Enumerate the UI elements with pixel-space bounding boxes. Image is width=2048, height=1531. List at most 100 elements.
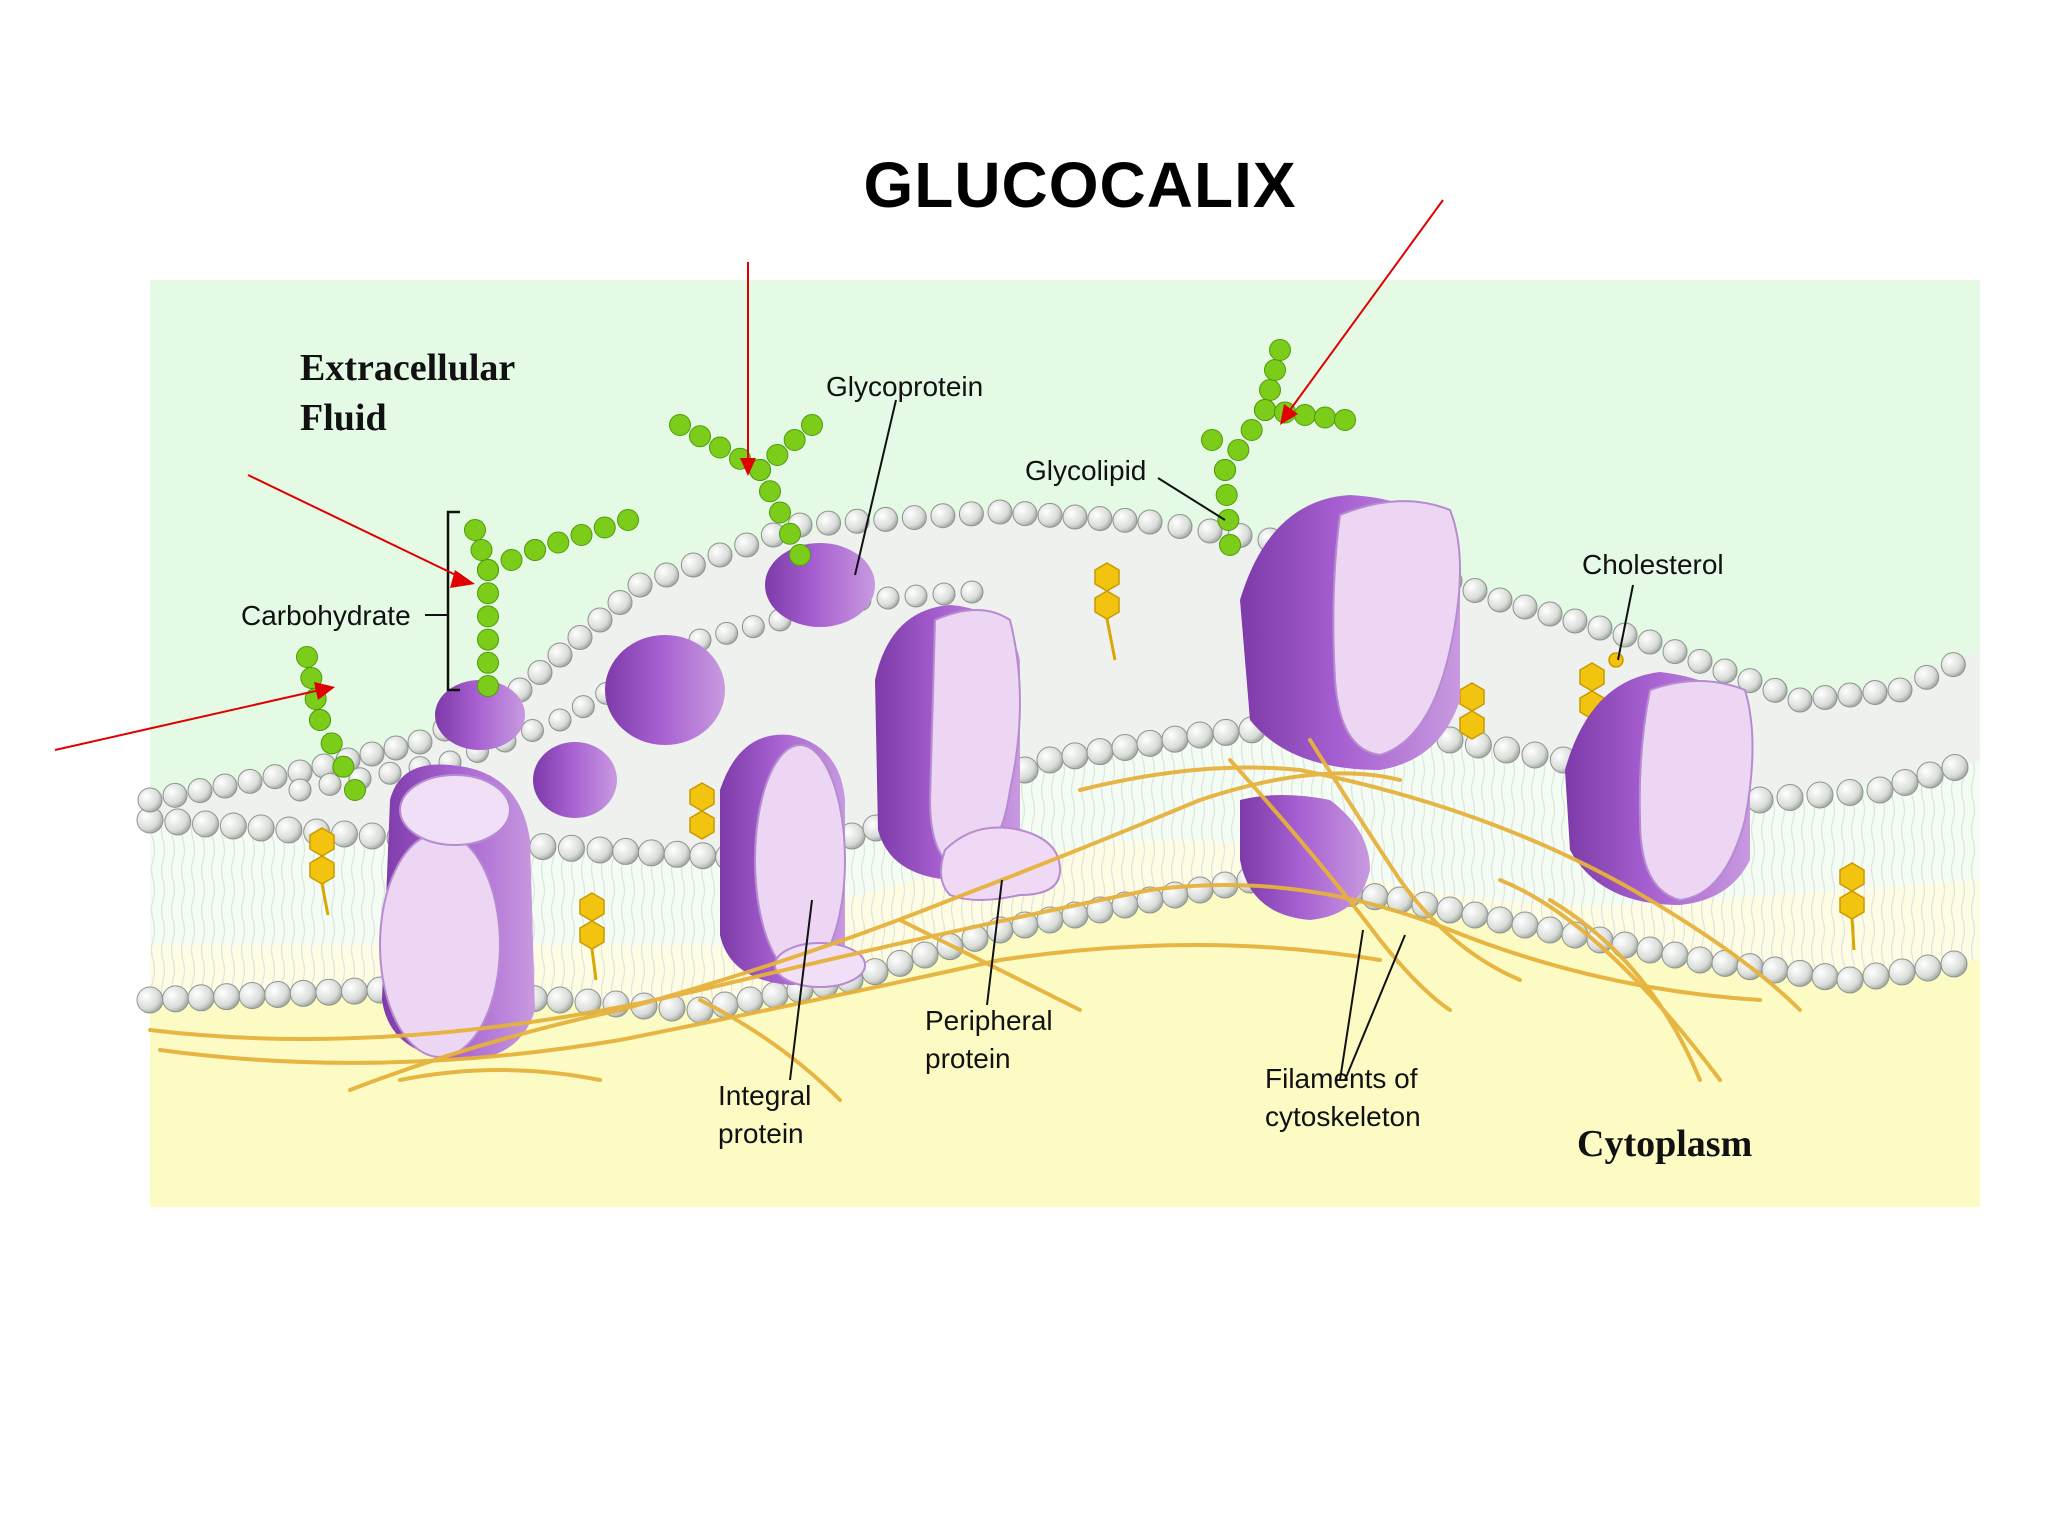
phospholipid-head (1411, 891, 1439, 919)
arrow-glycolipid-right (1280, 199, 1444, 425)
phospholipid-head (1662, 639, 1688, 665)
phospholipid-head (547, 642, 573, 668)
phospholipid-head (1537, 601, 1563, 627)
phospholipid-head (1787, 687, 1813, 713)
sugar-bead (1334, 409, 1356, 431)
phospholipid-head (407, 729, 433, 755)
sugar-bead (470, 539, 493, 561)
phospholipid-head (289, 979, 317, 1007)
phospholipid-head (1061, 742, 1089, 770)
phospholipid-head (164, 808, 192, 836)
phospholipid-head (715, 621, 739, 645)
phospholipid-head (1887, 677, 1913, 703)
sugar-bead (1227, 439, 1250, 461)
phospholipid-head (527, 660, 553, 685)
phospholipid-head (1036, 746, 1064, 774)
phospholipid-head (1536, 916, 1564, 944)
sugar-bead (570, 524, 593, 546)
sugar-bead (1294, 404, 1316, 426)
phospholipid-head (1137, 509, 1163, 535)
sugar-bead (464, 519, 486, 541)
phospholipid-head (1436, 896, 1464, 924)
sugar-bead (320, 732, 343, 755)
phospholipid-head (238, 982, 266, 1010)
phospholipid-head (1637, 629, 1663, 655)
phospholipid-head (162, 782, 188, 808)
phospholipid-head (521, 719, 544, 742)
phospholipid-head (212, 773, 238, 799)
sugar-bead (1215, 484, 1238, 506)
phospholipid-head (557, 834, 585, 862)
phospholipid-head (1866, 776, 1894, 804)
phospholipid-head (886, 949, 914, 977)
sugar-bead (1214, 459, 1236, 481)
phospholipid-head (358, 822, 386, 850)
label-leader-lines (789, 399, 1634, 1081)
sugar-bead (1254, 399, 1276, 421)
glucocalix-arrows (54, 199, 1444, 751)
phospholipid-head (383, 735, 409, 761)
phospholipid-head (264, 980, 292, 1008)
phospholipid-head (680, 552, 706, 578)
peripheral-protein (940, 826, 1062, 901)
sugar-bead (296, 646, 318, 668)
phospholipid-head (548, 708, 572, 732)
phospholipid-head (1862, 962, 1890, 990)
phospholipid-head (637, 839, 665, 867)
phospholipid-head (1521, 741, 1549, 769)
phospholipid-head (574, 988, 602, 1016)
sugar-bead (1314, 406, 1336, 429)
carbohydrate-bracket (446, 510, 460, 692)
label-cytoplasm: Cytoplasm (1577, 1123, 1752, 1165)
phospholipid-head (1186, 876, 1214, 904)
phospholipid-head (587, 607, 613, 633)
label-glycoprotein: Glycoprotein (826, 371, 983, 402)
sugar-bead (783, 429, 806, 451)
phospholipid-head (1111, 734, 1139, 761)
phospholipid-head (1012, 501, 1038, 527)
sugar-bead (789, 544, 811, 566)
sugar-bead (547, 531, 570, 554)
phospholipid-head (1686, 946, 1714, 974)
phospholipid-head (1062, 504, 1088, 530)
sugar-bead (689, 425, 711, 448)
label-carbohydrate: Carbohydrate (241, 600, 411, 631)
sugar-bead (477, 605, 499, 628)
phospholipid-head (187, 984, 215, 1012)
phospholipid-head (1941, 754, 1969, 781)
sugar-bead (779, 522, 801, 545)
label-extracellular-line1: Extracellular (300, 347, 515, 389)
integral-protein-right (1565, 672, 1754, 905)
phospholipid-head (1811, 963, 1839, 991)
phospholipid-head (1136, 729, 1164, 757)
phospholipid-head (1493, 736, 1521, 764)
phospholipid-head (1836, 966, 1864, 994)
phospholipid-head (1812, 685, 1838, 710)
label-integral-line1: Integral (718, 1080, 811, 1111)
phospholipid-head (1837, 682, 1863, 708)
sugar-bead (477, 675, 499, 697)
phospholipid-head (911, 941, 939, 969)
phospholipid-head (1486, 906, 1514, 934)
phospholipid-head (187, 778, 213, 804)
phospholipid-head (1086, 738, 1114, 766)
arrow-glycolipid-left (54, 682, 335, 751)
phospholipid-head (654, 562, 680, 588)
phospholipid-head (1940, 652, 1966, 678)
sugar-bead (669, 414, 691, 436)
phospholipid-head (707, 542, 733, 568)
label-cholesterol: Cholesterol (1582, 549, 1724, 580)
phospholipid-head (262, 764, 288, 790)
label-filaments-line1: Filaments of (1265, 1063, 1418, 1094)
sugar-bead (1264, 359, 1286, 381)
label-peripheral-line2: protein (925, 1043, 1011, 1074)
phospholipid-head (844, 508, 870, 534)
phospholipid-head (816, 510, 842, 536)
arrow-carbohydrate (247, 474, 475, 588)
phospholipid-head (1167, 514, 1193, 539)
sugar-bead (332, 755, 355, 778)
phospholipid-head (607, 590, 633, 615)
phospholipid-head (904, 584, 928, 608)
label-integral-line2: protein (718, 1118, 804, 1149)
sugar-bead (477, 651, 499, 674)
